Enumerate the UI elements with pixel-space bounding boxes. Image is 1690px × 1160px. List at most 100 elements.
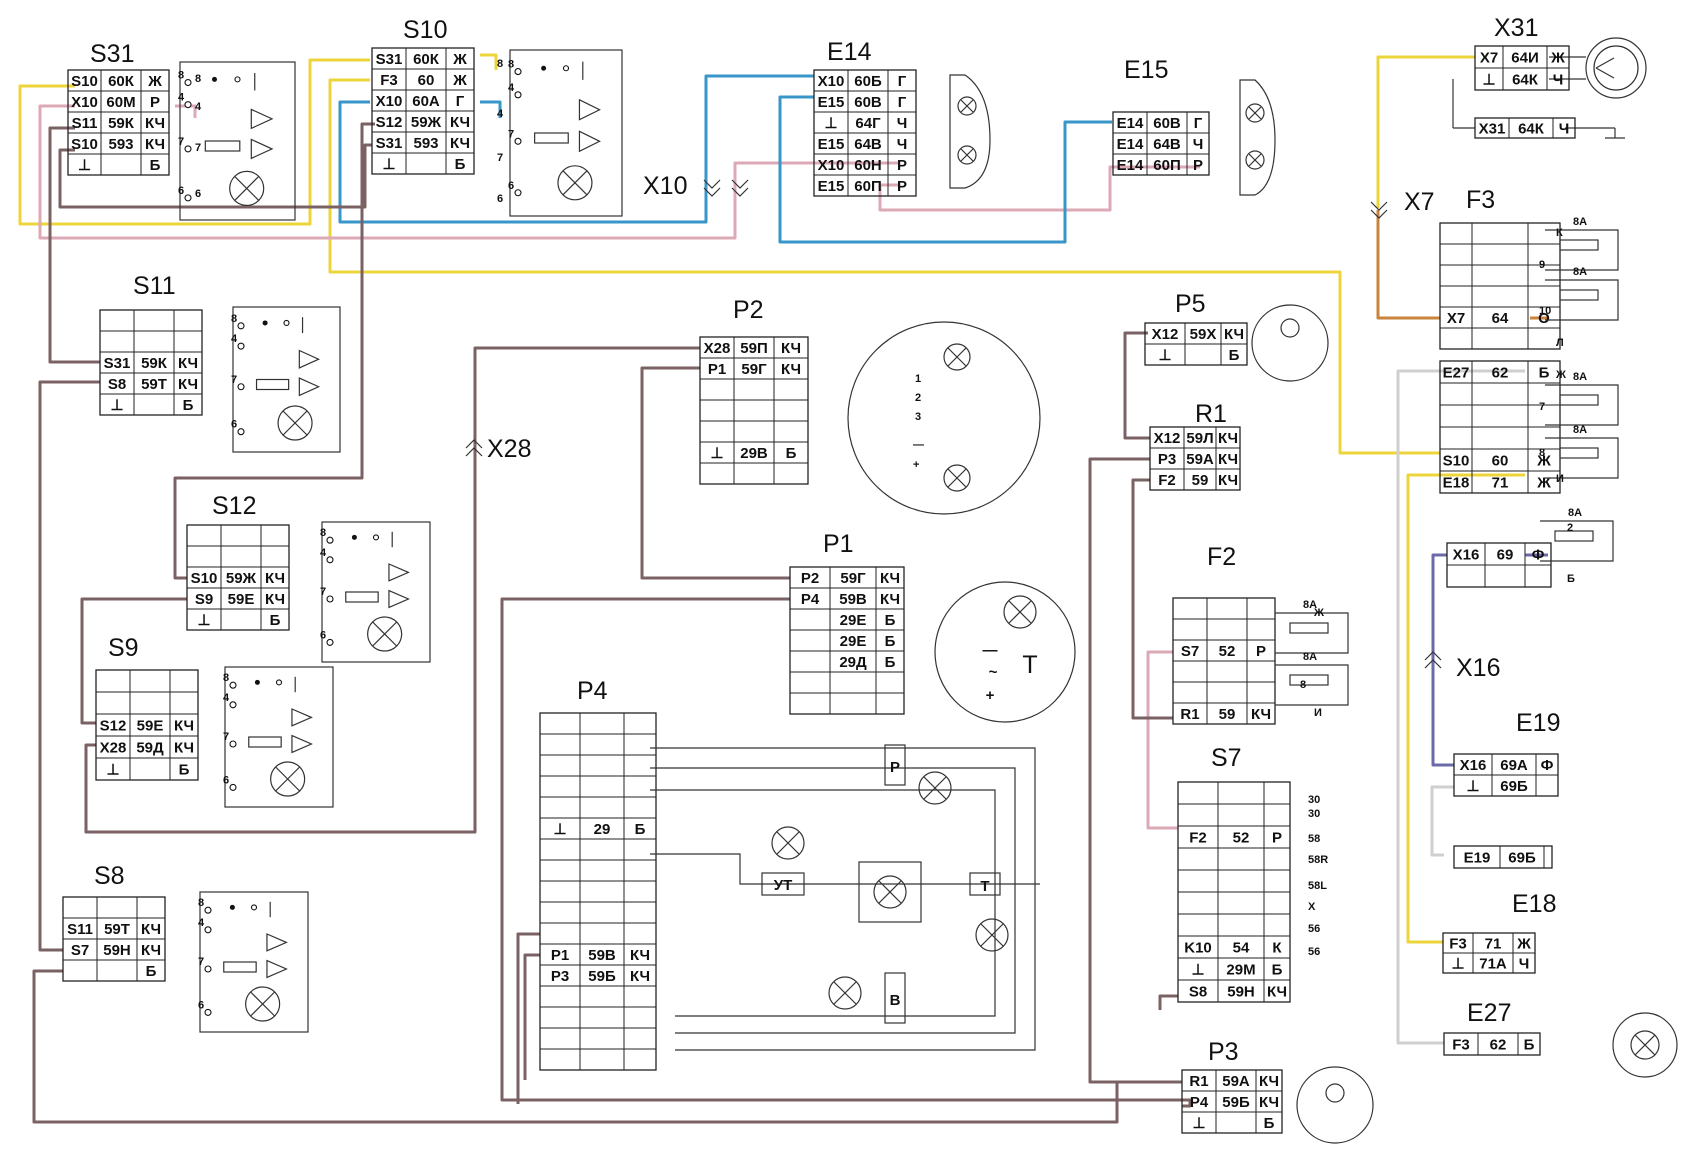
lamp-icon xyxy=(270,761,306,797)
table-cell: S10 xyxy=(71,136,98,153)
table-cell: 59Ж xyxy=(226,570,257,587)
table-cell: 29Е xyxy=(840,612,867,629)
pin-n7: 7 xyxy=(178,136,184,148)
table-cell: КЧ xyxy=(1251,706,1271,723)
p1-plus-label: + xyxy=(986,687,995,704)
table-cell: 29В xyxy=(740,445,768,462)
table-cell: Г xyxy=(898,94,907,111)
table-cell: КЧ xyxy=(781,361,801,378)
table-cell: S7 xyxy=(1181,643,1199,660)
lamp-icon xyxy=(277,405,313,441)
table-cell: 60В xyxy=(1153,115,1181,132)
p4-internal-circuit xyxy=(650,744,1040,1051)
table-cell: 593 xyxy=(108,136,133,153)
wire-brown-p5-r1 xyxy=(1123,331,1150,440)
pin-n6: 6 xyxy=(178,185,184,197)
table-cell: 69Б xyxy=(1508,850,1536,867)
table-cell: R1 xyxy=(1189,1073,1208,1090)
table-cell: 59К xyxy=(141,355,168,372)
label-x7: X7 xyxy=(1404,188,1435,216)
table-cell: E15 xyxy=(818,136,845,153)
wire-grey-e19 xyxy=(1396,369,1525,1045)
table-cell: 52 xyxy=(1219,643,1236,660)
table-cell: 60К xyxy=(413,51,440,68)
table-cell: E19 xyxy=(1464,850,1491,867)
p4-relay-b: B xyxy=(890,992,901,1009)
table-cell: S31 xyxy=(376,135,403,152)
pin-n4: 4 xyxy=(198,917,205,929)
table-cell: 29Е xyxy=(840,633,867,650)
wire-brown-p2-p1 xyxy=(640,366,790,580)
table-cell: S7 xyxy=(71,942,89,959)
table-cell: 59Т xyxy=(104,921,130,938)
table-cell: Ч xyxy=(897,136,908,153)
table-cell: 59Е xyxy=(137,718,164,735)
pin-n8: 8 xyxy=(1539,447,1545,459)
table-cell: X12 xyxy=(1154,430,1181,447)
table-cell: Б xyxy=(635,821,646,838)
table-cell: S12 xyxy=(376,114,403,131)
table-cell: КЧ xyxy=(1267,984,1287,1001)
table-cell: 71 xyxy=(1492,475,1509,492)
table-cell: ⊥ xyxy=(1482,72,1495,89)
table-cell: 60 xyxy=(418,72,435,89)
table-cell: E14 xyxy=(1117,136,1144,153)
table-cell: 59В xyxy=(588,947,616,964)
wire-pink-s31 xyxy=(38,104,900,240)
table-cell: 59 xyxy=(1219,706,1236,723)
table-cell: 59Л xyxy=(1186,430,1213,447)
table-cell: S8 xyxy=(108,376,126,393)
wire-yellow-s31 xyxy=(18,58,370,226)
table-cell: Б xyxy=(183,397,194,414)
table-cell: 60 xyxy=(1492,453,1509,470)
table-cell: КЧ xyxy=(1218,430,1238,447)
wire-blue-e14-e15 xyxy=(778,95,1112,244)
table-cell: Ч xyxy=(1559,121,1570,138)
table-cell: P4 xyxy=(1190,1094,1209,1111)
table-cell: X12 xyxy=(1152,326,1179,343)
wire-yellow-s10-out xyxy=(480,53,498,70)
table-cell: 59Ж xyxy=(411,114,442,131)
table-cell: Б xyxy=(1229,347,1240,364)
label-p5: P5 xyxy=(1175,290,1206,318)
table-cell: Ч xyxy=(897,115,908,132)
table-cell: 60Б xyxy=(854,73,882,90)
pin-n4: 4 xyxy=(195,101,202,113)
table-cell: Б xyxy=(1264,1115,1275,1132)
table-cell: ⊥ xyxy=(1451,956,1464,973)
wire-pink-e14-e15 xyxy=(878,165,1200,212)
label-e15: E15 xyxy=(1124,56,1168,84)
table-cell: Р xyxy=(897,157,907,174)
pin-n8: 8 xyxy=(178,70,184,82)
fuse-rating: 8А xyxy=(1573,216,1587,228)
pin-n30: 30 xyxy=(1308,808,1320,820)
table-cell: КЧ xyxy=(145,115,165,132)
wire-yellow-e18 xyxy=(1406,473,1525,944)
table-cell: КЧ xyxy=(1218,472,1238,489)
fuse-rating: 8А xyxy=(1573,266,1587,278)
table-cell: F3 xyxy=(380,72,398,89)
table-cell: Ф xyxy=(1541,757,1554,774)
table-cell: 59П xyxy=(740,340,767,357)
table-cell: КЧ xyxy=(450,135,470,152)
pin-n8: 8 xyxy=(223,672,229,684)
pin-n58: 58 xyxy=(1308,833,1320,845)
table-cell: Г xyxy=(456,93,465,110)
fuse-rating: 8А xyxy=(1303,651,1317,663)
table-cell: 69А xyxy=(1500,757,1528,774)
pin-n2: 2 xyxy=(1567,522,1573,534)
lamp-icon xyxy=(557,165,593,201)
fuse-icon xyxy=(1275,664,1349,706)
connector-chevron-icon xyxy=(703,179,721,189)
switch-module xyxy=(232,306,341,453)
table-cell: X10 xyxy=(818,157,845,174)
table-cell: Р xyxy=(150,94,160,111)
e27-icon xyxy=(1612,1012,1678,1078)
table-cell: Р xyxy=(1256,643,1266,660)
